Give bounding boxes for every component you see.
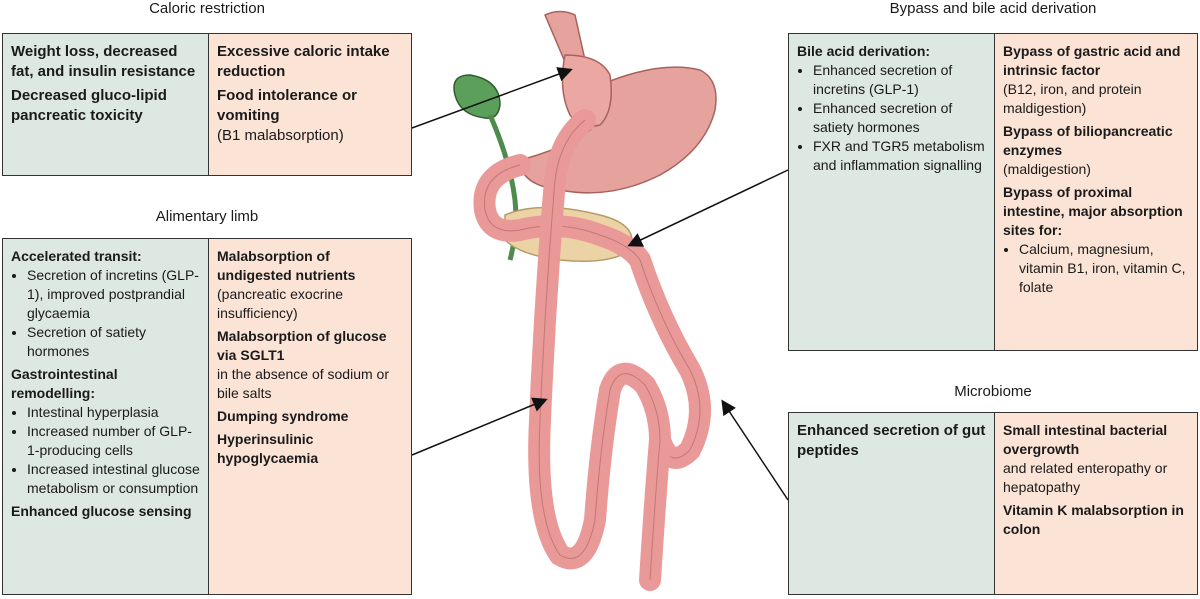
alimentary-left-column: Accelerated transit: Secretion of incret… xyxy=(3,239,208,594)
caloric-restriction-panel: Weight loss, decreased fat, and insulin … xyxy=(2,33,412,176)
bypass-right-t1: (B12, iron, and protein maldigestion) xyxy=(1003,81,1142,116)
list-item: Secretion of incretins (GLP-1), improved… xyxy=(27,266,200,323)
alimentary-left-h2: Gastrointestinal remodelling: xyxy=(11,366,118,401)
alimentary-right-h2: Malabsorption of glucose via SGLT1 xyxy=(217,328,387,363)
microbiome-left-h: Enhanced secretion of gut peptides xyxy=(797,422,986,459)
bypass-right-h3: Bypass of proximal intestine, major abso… xyxy=(1003,184,1183,238)
microbiome-right-column: Small intestinal bacterial overgrowth an… xyxy=(994,413,1197,594)
list-item: Calcium, magnesium, vitamin B1, iron, vi… xyxy=(1019,240,1189,297)
bypass-left-column: Bile acid derivation: Enhanced secretion… xyxy=(789,34,994,350)
list-item: Secretion of satiety hormones xyxy=(27,323,200,361)
microbiome-panel: Enhanced secretion of gut peptides Small… xyxy=(788,412,1198,595)
alimentary-right-column: Malabsorption of undigested nutrients (p… xyxy=(208,239,411,594)
esophagus xyxy=(544,10,586,63)
alimentary-right-t1: (pancreatic exocrine insufficiency) xyxy=(217,286,344,321)
arrow-caloric xyxy=(411,67,573,129)
bypass-right-column: Bypass of gastric acid and intrinsic fac… xyxy=(994,34,1197,350)
alimentary-right-h1: Malabsorption of undigested nutrients xyxy=(217,248,356,283)
arrow-microbiome xyxy=(721,399,789,501)
arrow-alimentary xyxy=(411,397,548,456)
alimentary-right-h3: Dumping syndrome xyxy=(217,408,349,424)
alimentary-right-t2: in the absence of sodium or bile salts xyxy=(217,366,389,401)
alimentary-left-h3: Enhanced glucose sensing xyxy=(11,503,192,519)
alimentary-left-h1: Accelerated transit: xyxy=(11,248,142,264)
alimentary-left-list1: Secretion of incretins (GLP-1), improved… xyxy=(11,266,200,361)
microbiome-right-t1: and related enteropathy or hepatopathy xyxy=(1003,460,1168,495)
alimentary-right-h4: Hyperinsulinic hypoglycaemia xyxy=(217,431,319,466)
microbiome-title: Microbiome xyxy=(954,383,1032,400)
bypass-panel: Bile acid derivation: Enhanced secretion… xyxy=(788,33,1198,351)
list-item: Enhanced secretion of satiety hormones xyxy=(813,99,986,137)
list-item: Increased number of GLP-1-producing cell… xyxy=(27,422,200,460)
gastric-pouch xyxy=(561,54,612,127)
arrow-bypass xyxy=(627,169,789,247)
bypass-title: Bypass and bile acid derivation xyxy=(889,0,1097,17)
caloric-right-h1: Excessive caloric intake reduction xyxy=(217,43,390,80)
list-item: Enhanced secretion of incretins (GLP-1) xyxy=(813,61,986,99)
alimentary-limb-panel: Accelerated transit: Secretion of incret… xyxy=(2,238,412,595)
caloric-right-column: Excessive caloric intake reduction Food … xyxy=(208,34,411,175)
list-item: Intestinal hyperplasia xyxy=(27,403,200,422)
bypass-right-list: Calcium, magnesium, vitamin B1, iron, vi… xyxy=(1003,240,1189,297)
microbiome-right-h2: Vitamin K malabsorption in colon xyxy=(1003,502,1184,537)
bypass-left-list: Enhanced secretion of incretins (GLP-1) … xyxy=(797,61,986,175)
caloric-left-h2: Decreased gluco-lipid pancreatic toxicit… xyxy=(11,87,167,124)
list-item: FXR and TGR5 metabolism and inflammation… xyxy=(813,137,986,175)
caloric-left-h1: Weight loss, decreased fat, and insulin … xyxy=(11,43,196,80)
list-item: Increased intestinal glucose metabolism … xyxy=(27,460,200,498)
alimentary-left-list2: Intestinal hyperplasia Increased number … xyxy=(11,403,200,498)
caloric-left-column: Weight loss, decreased fat, and insulin … xyxy=(3,34,208,175)
bypass-right-t2: (maldigestion) xyxy=(1003,161,1091,177)
alimentary-limb-title: Alimentary limb xyxy=(155,208,259,225)
gallbladder xyxy=(453,74,501,119)
bypass-right-h1: Bypass of gastric acid and intrinsic fac… xyxy=(1003,43,1181,78)
caloric-right-t2: (B1 malabsorption) xyxy=(217,127,344,144)
caloric-restriction-title: Caloric restriction xyxy=(149,0,265,17)
bypass-left-h: Bile acid derivation: xyxy=(797,43,931,59)
caloric-right-h2: Food intolerance or vomiting xyxy=(217,87,358,124)
microbiome-right-h1: Small intestinal bacterial overgrowth xyxy=(1003,422,1168,457)
microbiome-left-column: Enhanced secretion of gut peptides xyxy=(789,413,994,594)
bypass-right-h2: Bypass of biliopancreatic enzymes xyxy=(1003,123,1173,158)
